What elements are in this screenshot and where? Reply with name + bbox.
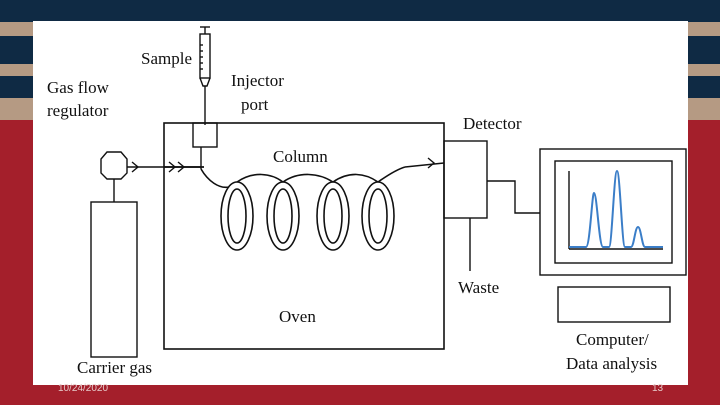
label-waste: Waste [458,278,499,297]
background-band [0,0,720,22]
slide-number: 13 [652,383,664,394]
label-injector: Injector [231,71,284,90]
label-carrier-gas: Carrier gas [77,358,152,377]
chromatogram-trace [569,169,663,248]
column-outlet-line [404,162,445,168]
gas-flow-regulator-icon [100,151,128,180]
label-sample: Sample [141,49,192,68]
label-oven: Oven [279,307,316,326]
flow-arrow-icon [427,157,436,169]
label-port: port [241,95,269,114]
detector-box [443,140,488,219]
label-regulator: regulator [47,101,109,120]
label-data-analysis: Data analysis [566,354,657,373]
label-computer: Computer/ [576,330,649,349]
injector-port [192,122,218,148]
footer-date: 10/24/2020 [58,383,109,394]
syringe-icon [199,26,211,125]
carrier-gas-cylinder [90,201,138,358]
oven-box [163,122,445,350]
computer-keyboard [557,286,671,323]
slide-content: Sample Gas flow regulator Injector port … [33,21,688,385]
computer-monitor [539,148,687,276]
label-column: Column [273,147,328,166]
monitor-screen [554,160,673,264]
label-gas-flow: Gas flow [47,78,110,97]
column-coil [200,166,406,251]
flow-arrow-icon [131,161,140,173]
label-detector: Detector [463,114,522,133]
gas-chromatograph-diagram: Sample Gas flow regulator Injector port … [47,26,687,377]
signal-cable [487,180,540,214]
